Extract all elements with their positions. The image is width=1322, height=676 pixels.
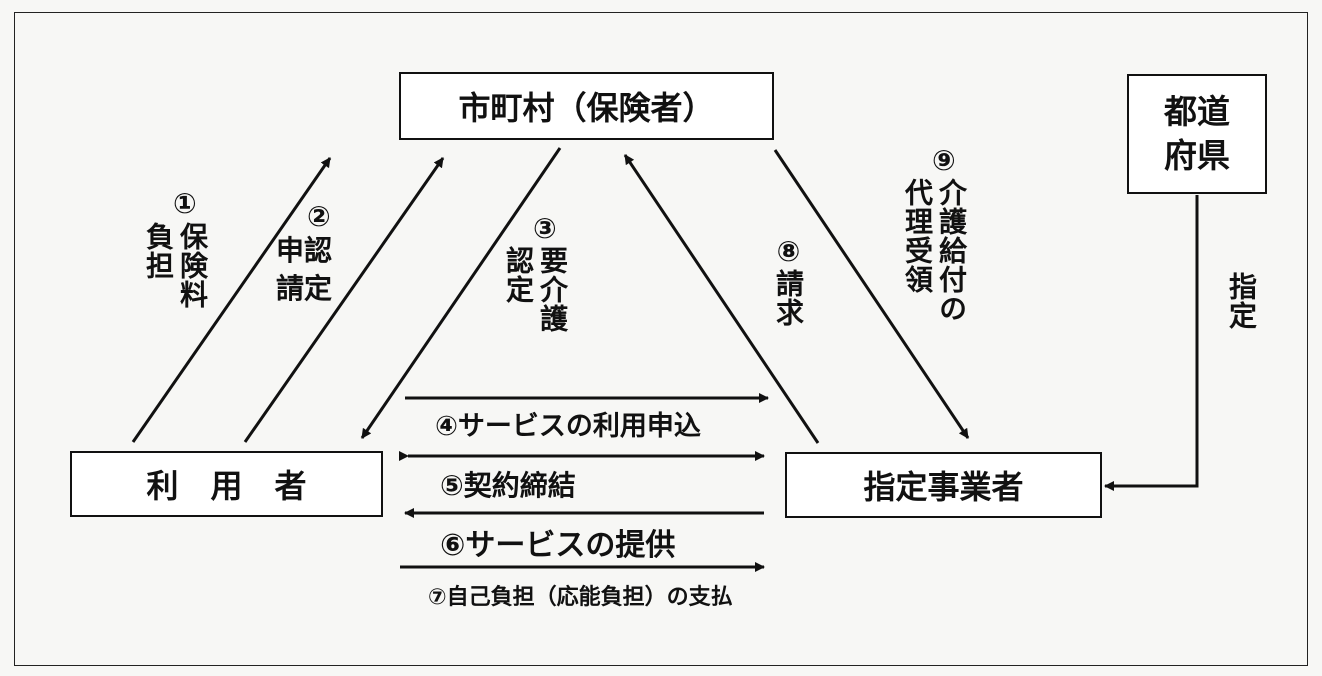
label-2-number: ② <box>307 200 331 233</box>
arrow-claim <box>623 154 820 444</box>
label-3-text2: 認定 <box>502 246 535 304</box>
label-1-number: ① <box>173 187 197 220</box>
provider-box: 指定事業者 <box>785 452 1102 518</box>
arrow-certification <box>360 147 562 439</box>
label-2-text2: 請定 <box>276 272 333 305</box>
arrow-premium <box>131 157 332 443</box>
label-8: ⑧請求 <box>772 235 805 327</box>
prefecture-label: 都道府県 <box>1164 92 1230 175</box>
label-9-number: ⑨ <box>932 144 956 177</box>
label-1-text: 保険料 <box>176 222 209 309</box>
arrow-application <box>243 157 445 443</box>
label-9-text: 介護給付の <box>935 178 968 323</box>
label-1-text2: 負担 <box>142 222 175 280</box>
label-3-number: ③ <box>533 212 557 245</box>
label-2-text: 申認 <box>276 234 333 267</box>
arrow-designation <box>1104 195 1199 491</box>
municipality-box: 市町村（保険者） <box>399 72 774 140</box>
label-7: ⑦自己負担（応能負担）の支払 <box>428 585 733 610</box>
label-designation: 指定 <box>1225 272 1258 330</box>
arrow-proxy-receipt <box>773 149 970 439</box>
label-9-text2: 代理受領 <box>901 178 934 294</box>
label-4: ④サービスの利用申込 <box>435 411 701 442</box>
label-6: ⑥サービスの提供 <box>440 528 676 563</box>
prefecture-box: 都道府県 <box>1127 74 1267 194</box>
diagram-frame <box>14 12 1308 666</box>
label-3-text: 要介護 <box>536 246 569 333</box>
user-box: 利 用 者 <box>70 451 383 517</box>
label-5: ⑤契約締結 <box>440 469 576 502</box>
